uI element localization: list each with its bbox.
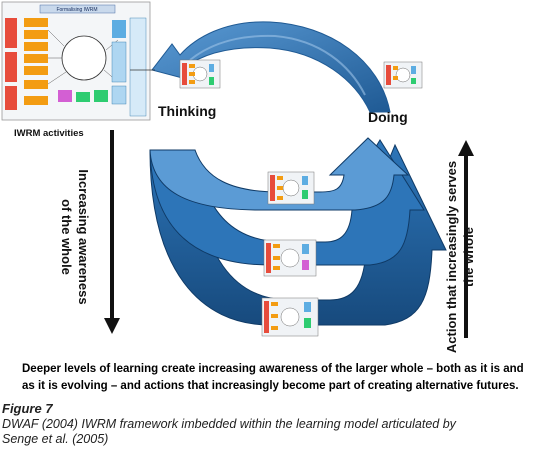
deep-arrow-layer-3 (149, 143, 447, 326)
label-thinking: Thinking (158, 103, 216, 119)
top-loop-highlight (189, 34, 366, 96)
thumbnail-bottom (261, 297, 319, 337)
figure-description: DWAF (2004) IWRM framework imbedded with… (2, 417, 456, 446)
label-increasing-awareness: Increasing awareness of the whole (59, 169, 91, 305)
top-loop-arrow (151, 21, 391, 113)
framework-title: Formalising IWRM (56, 7, 97, 13)
thumbnail-top-right (383, 61, 423, 89)
label-doing: Doing (368, 109, 408, 125)
thumbnail-middle (267, 171, 315, 205)
deep-arrow-layer-1 (149, 137, 410, 211)
deep-arrow-layer-2 (149, 139, 425, 266)
label-iwrm-activities: IWRM activities (14, 128, 84, 139)
thumbnail-top-left (179, 59, 221, 89)
figure-label: Figure 7 (2, 401, 53, 416)
label-action-serves-whole: Action that increasingly serves the whol… (444, 160, 476, 354)
learning-model-diagram: Formalising IWRM (1, 1, 474, 338)
awareness-axis-arrowhead (104, 318, 120, 334)
action-axis-arrowhead (458, 140, 474, 156)
iwrm-framework-image: Formalising IWRM (1, 1, 155, 121)
thumbnail-lower (263, 239, 317, 277)
diagram-caption: Deeper levels of learning create increas… (22, 363, 524, 392)
